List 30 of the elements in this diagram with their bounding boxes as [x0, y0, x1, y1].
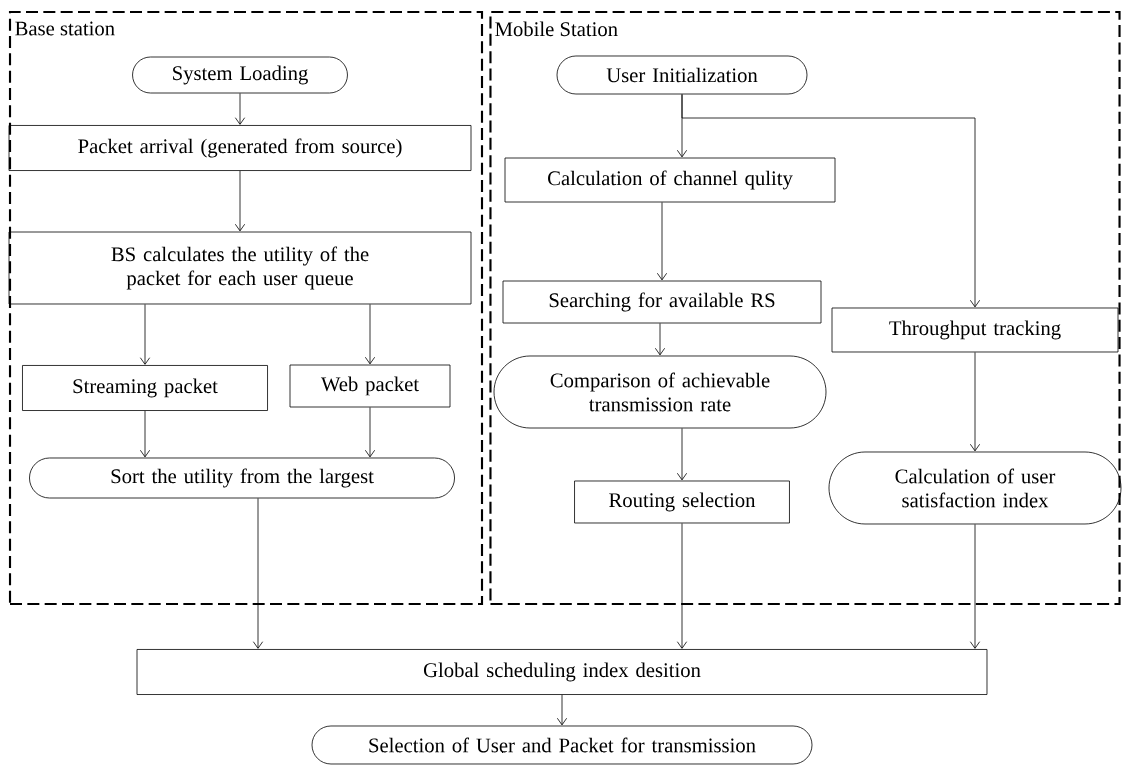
arrow — [364, 407, 376, 458]
arrow — [556, 694, 568, 726]
arrow — [654, 323, 666, 356]
terminal-stadium: Comparison of achievable transmission rate — [493, 355, 827, 429]
process-box: Throughput tracking — [831, 307, 1119, 353]
arrow — [676, 428, 688, 481]
arrow — [234, 170, 246, 232]
process-box: BS calculates the utility of the packet for each user queue — [8, 231, 472, 305]
process-box: Routing selection — [574, 480, 790, 524]
arrow — [139, 410, 151, 458]
arrow — [969, 352, 981, 452]
arrow — [234, 93, 246, 125]
arrow — [969, 524, 981, 649]
terminal-stadium: System Loading — [132, 56, 348, 94]
process-box: Packet arrival (generated from source) — [8, 125, 472, 171]
arrow — [252, 498, 264, 649]
terminal-stadium: Sort the utility from the largest — [29, 457, 455, 499]
arrow — [139, 304, 151, 365]
process-box: Streaming packet — [22, 365, 268, 411]
arrow — [676, 523, 688, 649]
terminal-stadium: User Initialization — [556, 55, 808, 95]
arrow — [656, 202, 668, 281]
process-box: Searching for available RS — [502, 280, 822, 324]
terminal-stadium: Calculation of user satisfaction index — [828, 451, 1122, 525]
arrow — [681, 94, 981, 308]
arrow — [364, 304, 376, 365]
process-box: Calculation of channel qulity — [504, 157, 836, 203]
process-box: Global scheduling index desition — [136, 649, 988, 695]
terminal-stadium: Selection of User and Packet for transmission — [311, 725, 813, 765]
process-box: Web packet — [289, 364, 451, 408]
